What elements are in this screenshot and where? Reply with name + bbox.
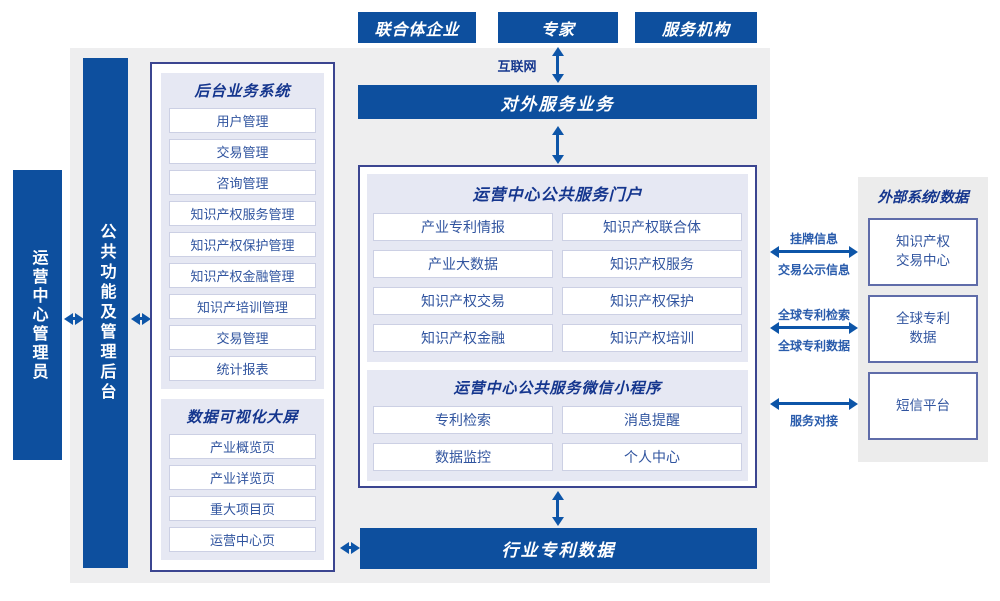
internet-label: 互联网 xyxy=(497,59,537,74)
ip-trading-center-box: 知识产权 交易中心 xyxy=(868,218,978,286)
miniprogram-item: 数据监控 xyxy=(373,443,553,471)
backend-item: 知识产培训管理 xyxy=(169,294,316,319)
dashboard-panel-title: 数据可视化大屏 xyxy=(186,409,299,426)
backend-item: 用户管理 xyxy=(169,108,316,133)
actor-experts: 专家 xyxy=(498,12,618,43)
backend-item: 知识产权金融管理 xyxy=(169,263,316,288)
global-patent-double-arrow-icon xyxy=(779,326,849,329)
miniprogram-item: 消息提醒 xyxy=(562,406,742,434)
panel-to-industry-data-double-arrow-icon xyxy=(556,500,559,517)
miniprogram-panel-title: 运营中心公共服务微信小程序 xyxy=(453,380,662,397)
global-patent-data-box: 全球专利 数据 xyxy=(868,295,978,363)
backend-item: 交易管理 xyxy=(169,139,316,164)
portal-item: 产业专利情报 xyxy=(373,213,553,241)
industry-patent-data-bar: 行业专利数据 xyxy=(360,528,757,569)
miniprogram-item: 专利检索 xyxy=(373,406,553,434)
service-to-portal-double-arrow-icon xyxy=(556,135,559,155)
portal-item: 知识产权服务 xyxy=(562,250,742,278)
dashboard-item: 产业概览页 xyxy=(169,434,316,459)
service-connection-label: 服务对接 xyxy=(789,414,838,428)
left-systems-panel: 后台业务系统 用户管理 交易管理 咨询管理 知识产权服务管理 知识产权保护管理 … xyxy=(150,62,335,572)
actor-service-agencies: 服务机构 xyxy=(635,12,757,43)
external-panel-title: 外部系统/数据 xyxy=(877,190,969,206)
backend-item: 知识产权保护管理 xyxy=(169,232,316,257)
data-visualization-panel: 数据可视化大屏 产业概览页 产业详览页 重大项目页 运营中心页 xyxy=(161,399,324,560)
public-functions-management-bar: 公共功能及管理后台 xyxy=(83,58,128,568)
admin-to-backend-double-arrow-icon xyxy=(73,317,75,320)
trade-publicity-info-label: 交易公示信息 xyxy=(777,263,850,277)
external-service-bar: 对外服务业务 xyxy=(358,85,757,119)
global-patent-search-label: 全球专利检索 xyxy=(777,308,850,322)
miniprogram-item-grid: 专利检索 消息提醒 数据监控 个人中心 xyxy=(367,404,748,481)
dashboard-item: 运营中心页 xyxy=(169,527,316,552)
backend-business-system-panel: 后台业务系统 用户管理 交易管理 咨询管理 知识产权服务管理 知识产权保护管理 … xyxy=(161,73,324,389)
operations-center-panel: 运营中心公共服务门户 产业专利情报 知识产权联合体 产业大数据 知识产权服务 知… xyxy=(358,165,757,488)
sms-platform-double-arrow-icon xyxy=(779,402,849,405)
backend-item: 知识产权服务管理 xyxy=(169,201,316,226)
dashboard-item: 重大项目页 xyxy=(169,496,316,521)
portal-item: 知识产权保护 xyxy=(562,287,742,315)
left-panel-to-industry-data-double-arrow-icon xyxy=(349,546,351,549)
backend-panel-title: 后台业务系统 xyxy=(194,83,291,100)
dashboard-item-list: 产业概览页 产业详览页 重大项目页 运营中心页 xyxy=(161,433,324,560)
public-service-portal-panel: 运营中心公共服务门户 产业专利情报 知识产权联合体 产业大数据 知识产权服务 知… xyxy=(367,174,748,362)
portal-item: 产业大数据 xyxy=(373,250,553,278)
internet-double-arrow-icon xyxy=(556,56,559,74)
portal-item: 知识产权联合体 xyxy=(562,213,742,241)
portal-item: 知识产权培训 xyxy=(562,324,742,352)
actor-consortium-enterprises: 联合体企业 xyxy=(358,12,476,43)
backend-item-list: 用户管理 交易管理 咨询管理 知识产权服务管理 知识产权保护管理 知识产权金融管… xyxy=(161,107,324,389)
portal-panel-title: 运营中心公共服务门户 xyxy=(472,187,643,204)
miniprogram-item: 个人中心 xyxy=(562,443,742,471)
portal-item: 知识产权金融 xyxy=(373,324,553,352)
global-patent-data-label: 全球专利数据 xyxy=(777,339,850,353)
portal-item-grid: 产业专利情报 知识产权联合体 产业大数据 知识产权服务 知识产权交易 知识产权保… xyxy=(367,211,748,362)
backend-item: 咨询管理 xyxy=(169,170,316,195)
portal-item: 知识产权交易 xyxy=(373,287,553,315)
backend-bar-to-panel-double-arrow-icon xyxy=(140,317,142,320)
operations-center-admin-box: 运营中心管理员 xyxy=(13,170,62,460)
wechat-miniprogram-panel: 运营中心公共服务微信小程序 专利检索 消息提醒 数据监控 个人中心 xyxy=(367,370,748,481)
trading-center-double-arrow-icon xyxy=(779,250,849,253)
dashboard-item: 产业详览页 xyxy=(169,465,316,490)
backend-item: 交易管理 xyxy=(169,325,316,350)
listing-info-label: 挂牌信息 xyxy=(789,232,838,246)
external-systems-panel: 外部系统/数据 知识产权 交易中心 全球专利 数据 短信平台 xyxy=(858,177,988,462)
sms-platform-box: 短信平台 xyxy=(868,372,978,440)
backend-item: 统计报表 xyxy=(169,356,316,381)
